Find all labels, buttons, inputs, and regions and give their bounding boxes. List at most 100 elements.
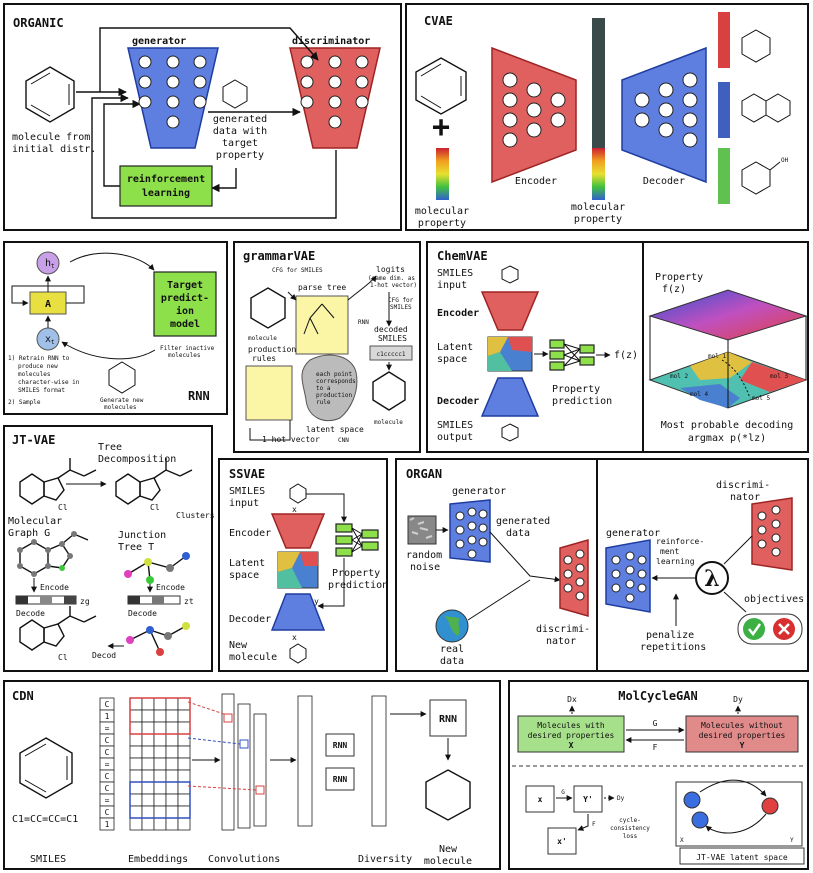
jtvae-decode-r: Decode [128,609,157,618]
jtvae-tree-node [166,564,174,572]
chemvae-latent-1: Latent [437,342,473,353]
cdn-bond3 [24,779,47,793]
chemvae-property-2: f(z) [662,284,686,295]
organ-earth-land [444,616,460,636]
cdn-token: 1 [105,820,110,829]
cvae-plus: + [432,110,450,145]
gvae-out-benzene [372,371,406,411]
ssvae-pred-node-4 [361,529,379,539]
network-node [575,563,585,573]
network-node [502,72,518,88]
cdn-embedding-cell [129,757,143,771]
network-node [455,539,465,549]
rnn-step-4: character-wise in [18,379,80,386]
cdn-embedding-cell [177,721,191,735]
network-node [328,75,342,89]
jtvae-atom [45,547,51,553]
jtvae-mol-ring-1 [19,473,45,505]
rnn-filter-1: Filter inactive [160,345,215,352]
cdn-embedding-cell [177,817,191,831]
panel-chemvae: ChemVAE SMILES input Encoder Latent spac… [426,241,809,453]
gvae-arrow-1 [287,291,297,301]
rnn-step-2: produce new [18,363,58,370]
cdn-new-molecule [425,769,471,821]
jtvae-tree-2: Decomposition [98,454,176,465]
ssvae-out-benzene [289,643,307,664]
cdn-smiles-string: C1=CC=CC=C1 [12,814,78,825]
gvae-parse-box [295,295,349,355]
ssvae-in-2: input [229,498,259,509]
ssvae-latent-region-1 [278,552,300,572]
jtvae-mg-1: Molecular [8,516,62,527]
panel-jtvae-border [3,425,213,672]
rnn-gen-2: molecules [104,404,137,411]
jtvae-zt: zt [184,597,194,606]
network-node [575,577,585,587]
cdn-embedding-cell [165,769,179,783]
organic-molecule-label-1: molecule from [12,132,90,143]
chemvae-pred-node-5 [579,356,595,366]
organ-generator: generator [452,486,506,497]
chemvae-latent-region-3 [488,352,512,371]
organ-rl-objectives: objectives [744,594,804,605]
jtvae-zg-bar [15,595,77,605]
rnn-h-sub: t [51,263,55,270]
network-node [355,95,369,109]
rnn-arrow-back [61,341,156,360]
network-node [526,122,542,138]
chemvae-encoder-network [480,291,540,331]
cdn-rnn-big-label: RNN [439,714,457,725]
cdn-conv-col-2 [237,703,251,829]
organic-title: ORGANIC [13,16,64,30]
jtvae-graph-edges [19,533,89,575]
network-node [550,92,566,108]
cdn-embedding-cell [165,721,179,735]
chemvae-pred-node-4 [579,344,595,354]
network-node [193,55,207,69]
network-node [611,583,621,593]
network-node [138,95,152,109]
cdn-embedding-cell [129,805,143,819]
cdn-token: C [105,784,110,793]
network-node [658,122,674,138]
organic-generated-4: property [216,150,264,161]
mcg-f: F [653,743,658,752]
ssvae-pred-edges [351,527,363,553]
network-node [138,75,152,89]
gvae-decoded-value: c1ccccc1 [377,351,406,358]
organic-arrow-top [99,27,319,92]
chemvae-out-benzene [501,423,519,442]
mcg-dy: Dy [733,695,743,704]
jtvae-zt-bar [127,595,181,605]
cdn-embedding-cell [165,781,179,795]
cdn-pool-col [297,695,313,827]
panel-cvae: CVAE + molecular property Encoder molecu… [405,3,809,231]
gvae-rules-box [245,365,293,421]
cdn-embedding-cell [153,721,167,735]
jtvae-mg-2: Graph G [8,528,50,539]
jtvae-tree-node [124,570,132,578]
cvae-out-naph-1 [741,93,767,123]
network-node [634,112,650,128]
ssvae-prop-2: prediction [328,580,388,591]
cdn-token: C [105,772,110,781]
cvae-benzene [415,57,467,115]
cvae-out-benzene [741,29,771,63]
chemvae-prop-2: prediction [552,396,612,407]
gvae-decoded-2: SMILES [378,334,407,343]
chemvae-out-1: SMILES [437,420,473,431]
cvae-title: CVAE [424,14,453,28]
organ-noise-texture [409,517,433,539]
cdn-embedding-cell [141,757,155,771]
gvae-note-4: production [316,392,353,399]
network-node [166,55,180,69]
gvae-molecule-out: molecule [374,419,403,426]
rnn-benzene [108,361,136,394]
panel-rnn-border [3,241,228,415]
mcg-small-x-label: x [538,795,543,804]
organ-title: ORGAN [406,467,442,481]
cdn-token: C [105,700,110,709]
gvae-molecule: molecule [248,335,277,342]
panel-organ-rl-border [596,458,809,672]
cdn-rnn-box-1 [325,733,355,757]
